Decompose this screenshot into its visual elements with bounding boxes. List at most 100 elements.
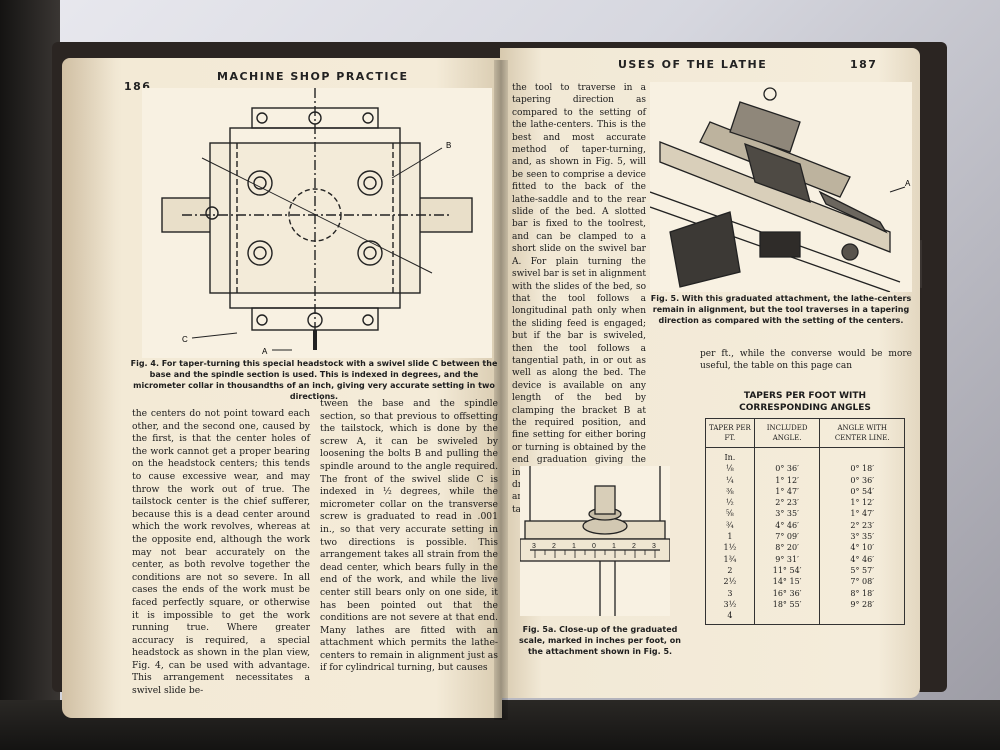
book-gutter [494, 60, 508, 720]
table-cell: ⅝ [705, 508, 755, 520]
running-head: MACHINE SHOP PRACTICE [217, 70, 409, 83]
right-page-column-1: the tool to traverse in a tapering direc… [512, 82, 646, 516]
figure-5-caption: Fig. 5. With this graduated attachment, … [650, 294, 912, 325]
table-cell: 11° 54′ [753, 564, 821, 577]
table-cell: 0° 36′ [819, 474, 905, 486]
table-cell: ¾ [705, 519, 755, 532]
table-cell: 9° 31′ [753, 553, 821, 565]
scale-number: 0 [592, 543, 596, 550]
table-cell: 8° 20′ [753, 542, 821, 554]
table-header: TAPER PER FT. [705, 418, 755, 448]
table-cell: 2½ [705, 576, 755, 588]
table-cell: 3° 35′ [819, 531, 905, 543]
table-cell: 4° 10′ [819, 542, 905, 554]
table-cell: 2° 23′ [819, 519, 905, 532]
table-cell: ⅜ [705, 485, 755, 498]
figure-5-taper-attachment: A [649, 82, 912, 293]
table-cell: 0° 36′ [753, 463, 821, 475]
table-row: 4 [705, 610, 905, 626]
table-cell: ½ [705, 497, 755, 509]
headstock-drawing: B C A [161, 88, 473, 356]
taper-attachment-drawing: A [649, 87, 911, 293]
table-cell: 1° 12′ [819, 497, 905, 509]
table-cell: 1¾ [705, 553, 755, 565]
table-cell: 1 [705, 531, 755, 543]
label-a: A [262, 347, 268, 356]
label-b: B [446, 141, 451, 150]
table-cell: 1° 47′ [753, 485, 821, 498]
table-cell: 18° 55′ [753, 598, 821, 611]
table-cell: 2 [705, 564, 755, 577]
table-cell: 16° 36′ [753, 587, 821, 599]
table-cell: 0° 54′ [819, 485, 905, 498]
table-cell: ¼ [705, 474, 755, 486]
label-c: C [182, 335, 188, 344]
tapers-table: TAPER PER FT. INCLUDED ANGLE. ANGLE WITH… [705, 418, 905, 626]
table-cell: 7° 08′ [819, 576, 905, 588]
table-row: In. [705, 447, 905, 464]
table-cell [753, 610, 821, 626]
table-cell: 8° 18′ [819, 587, 905, 599]
scale-drawing: 3 2 1 0 1 2 3 [519, 466, 671, 616]
table-cell: 3½ [705, 598, 755, 611]
table-cell: 3 [705, 587, 755, 599]
scale-number: 1 [612, 543, 616, 550]
dark-surface-left [0, 0, 60, 750]
figure-4-caption: Fig. 4. For taper-turning this special h… [130, 359, 498, 401]
table-cell: 1° 47′ [819, 508, 905, 520]
table-cell: 2° 23′ [753, 497, 821, 509]
label-a: A [905, 179, 911, 188]
table-cell: 4° 46′ [819, 553, 905, 565]
right-page: USES OF THE LATHE 187 the tool to traver… [500, 48, 920, 698]
left-page-column-2: tween the base and the spindle section, … [320, 398, 498, 675]
table-cell: 4 [705, 610, 755, 626]
paragraph: the tool to traverse in a tapering direc… [512, 83, 646, 515]
figure-4-headstock: B C A [142, 88, 492, 358]
right-page-column-2: per ft., while the converse would be mor… [700, 348, 912, 373]
unit-label: In. [705, 447, 755, 464]
table-cell: 4° 46′ [753, 519, 821, 532]
table-cell: 7° 09′ [753, 531, 821, 543]
scale-number: 1 [572, 543, 576, 550]
table-cell: 9° 28′ [819, 598, 905, 611]
table-cell: 5° 57′ [819, 564, 905, 577]
table-title: TAPERS PER FOOT WITH CORRESPONDING ANGLE… [739, 391, 871, 413]
table-cell: 1° 12′ [753, 474, 821, 486]
table-cell: 1½ [705, 542, 755, 554]
table-header: INCLUDED ANGLE. [753, 418, 821, 448]
figure-5a-caption: Fig. 5a. Close-up of the graduated scale… [519, 625, 681, 656]
left-page-column-1: the centers do not point toward each oth… [132, 408, 310, 698]
table-cell: 0° 18′ [819, 463, 905, 475]
page-edge-shadow [62, 58, 122, 718]
scale-number: 2 [632, 543, 636, 550]
scale-number: 3 [532, 543, 536, 550]
table-cell: 3° 35′ [753, 508, 821, 520]
table-cell: ⅛ [705, 463, 755, 475]
scale-number: 2 [552, 543, 556, 550]
paragraph: per ft., while the converse would be mor… [700, 349, 912, 372]
scale-number: 3 [652, 543, 656, 550]
paragraph: the centers do not point toward each oth… [132, 408, 310, 697]
page-number: 187 [850, 58, 878, 71]
figure-5a-graduated-scale: 3 2 1 0 1 2 3 [519, 466, 671, 616]
table-header: ANGLE WITH CENTER LINE. [819, 418, 905, 448]
running-head: USES OF THE LATHE [618, 58, 768, 71]
left-page: 186 MACHINE SHOP PRACTICE [62, 58, 502, 718]
table-header-row: TAPER PER FT. INCLUDED ANGLE. ANGLE WITH… [705, 418, 905, 448]
table-cell [819, 610, 905, 626]
table-cell: 14° 15′ [753, 576, 821, 588]
paragraph: tween the base and the spindle section, … [320, 398, 498, 674]
